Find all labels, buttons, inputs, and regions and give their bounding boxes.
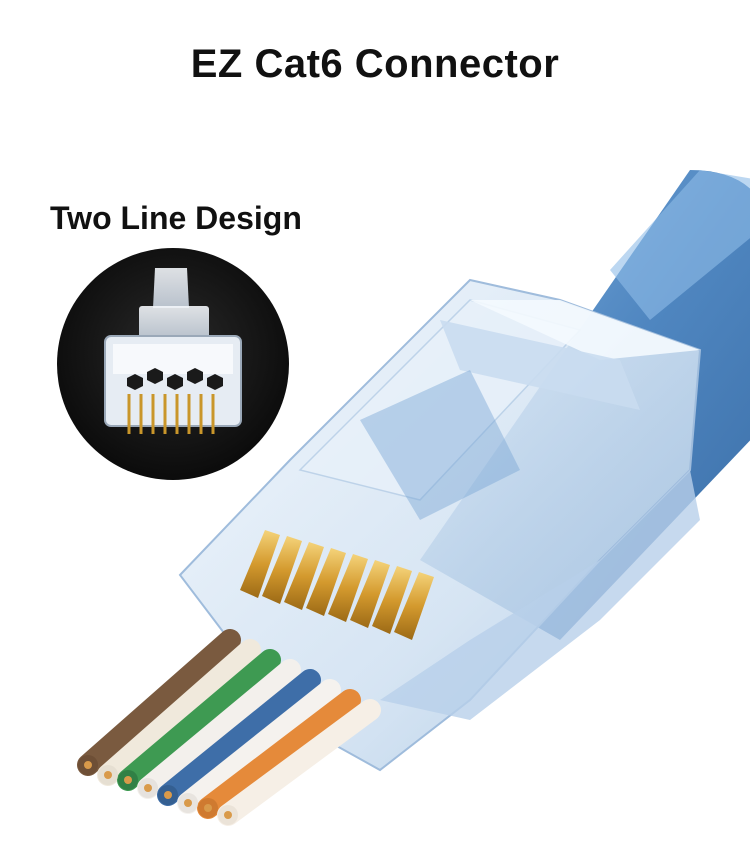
- gold-pins: [240, 530, 434, 640]
- connector-body: [178, 278, 702, 772]
- feature-subtitle: Two Line Design: [50, 200, 302, 236]
- page-title: EZ Cat6 Connector: [190, 42, 560, 86]
- connector-closeup-badge: [57, 248, 289, 480]
- wires: [77, 629, 381, 826]
- connector-closeup-icon: [104, 268, 242, 434]
